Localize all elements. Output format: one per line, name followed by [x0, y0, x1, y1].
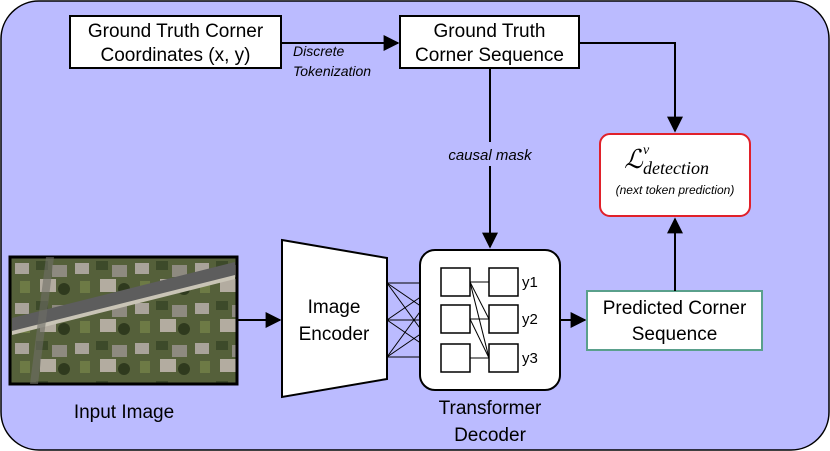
input-image [8, 255, 239, 386]
decoder-node-out-3 [488, 343, 519, 373]
loss-superscript: v [643, 143, 650, 158]
tokenization-label-line1: Discrete [293, 43, 345, 59]
loss-box: ℒ v detection (next token prediction) [599, 133, 751, 217]
input-image-caption: Input Image [74, 402, 174, 423]
encoder-label-line1: Image [308, 297, 361, 318]
loss-note: (next token prediction) [616, 183, 735, 197]
tokenization-label-line2: Tokenization [293, 63, 371, 79]
decoder-output-y2: y2 [522, 311, 538, 328]
gt-sequence-line1: Ground Truth [434, 21, 546, 42]
loss-symbol: ℒ [624, 145, 644, 174]
image-encoder: Image Encoder [281, 238, 388, 399]
gt-coordinates-line2: Coordinates (x, y) [101, 45, 251, 66]
predicted-line2: Sequence [632, 324, 718, 345]
gt-sequence-box: Ground Truth Corner Sequence [399, 15, 580, 69]
causal-mask-label: causal mask [448, 147, 533, 164]
decoder-output-y3: y3 [522, 350, 538, 367]
decoder-node-out-1 [488, 267, 519, 297]
decoder-node-in-1 [440, 267, 471, 297]
encoder-label-line2: Encoder [299, 324, 370, 345]
predicted-sequence-box: Predicted Corner Sequence [586, 290, 763, 351]
gt-sequence-line2: Corner Sequence [415, 45, 564, 66]
sequence-to-loss-arrow [579, 42, 683, 133]
gt-coordinates-box: Ground Truth Corner Coordinates (x, y) [69, 15, 282, 69]
decoder-node-in-2 [440, 304, 471, 334]
predicted-line1: Predicted Corner [603, 298, 747, 319]
decoder-caption-line1: Transformer [439, 398, 542, 419]
decoder-node-in-3 [440, 343, 471, 373]
decoder-caption-line2: Decoder [454, 425, 526, 446]
loss-subscript: detection [643, 158, 709, 178]
decoder-node-out-2 [488, 304, 519, 334]
transformer-decoder: y1 y2 y3 [419, 249, 561, 391]
gt-coordinates-line1: Ground Truth Corner [88, 21, 264, 42]
decoder-output-y1: y1 [522, 274, 538, 291]
